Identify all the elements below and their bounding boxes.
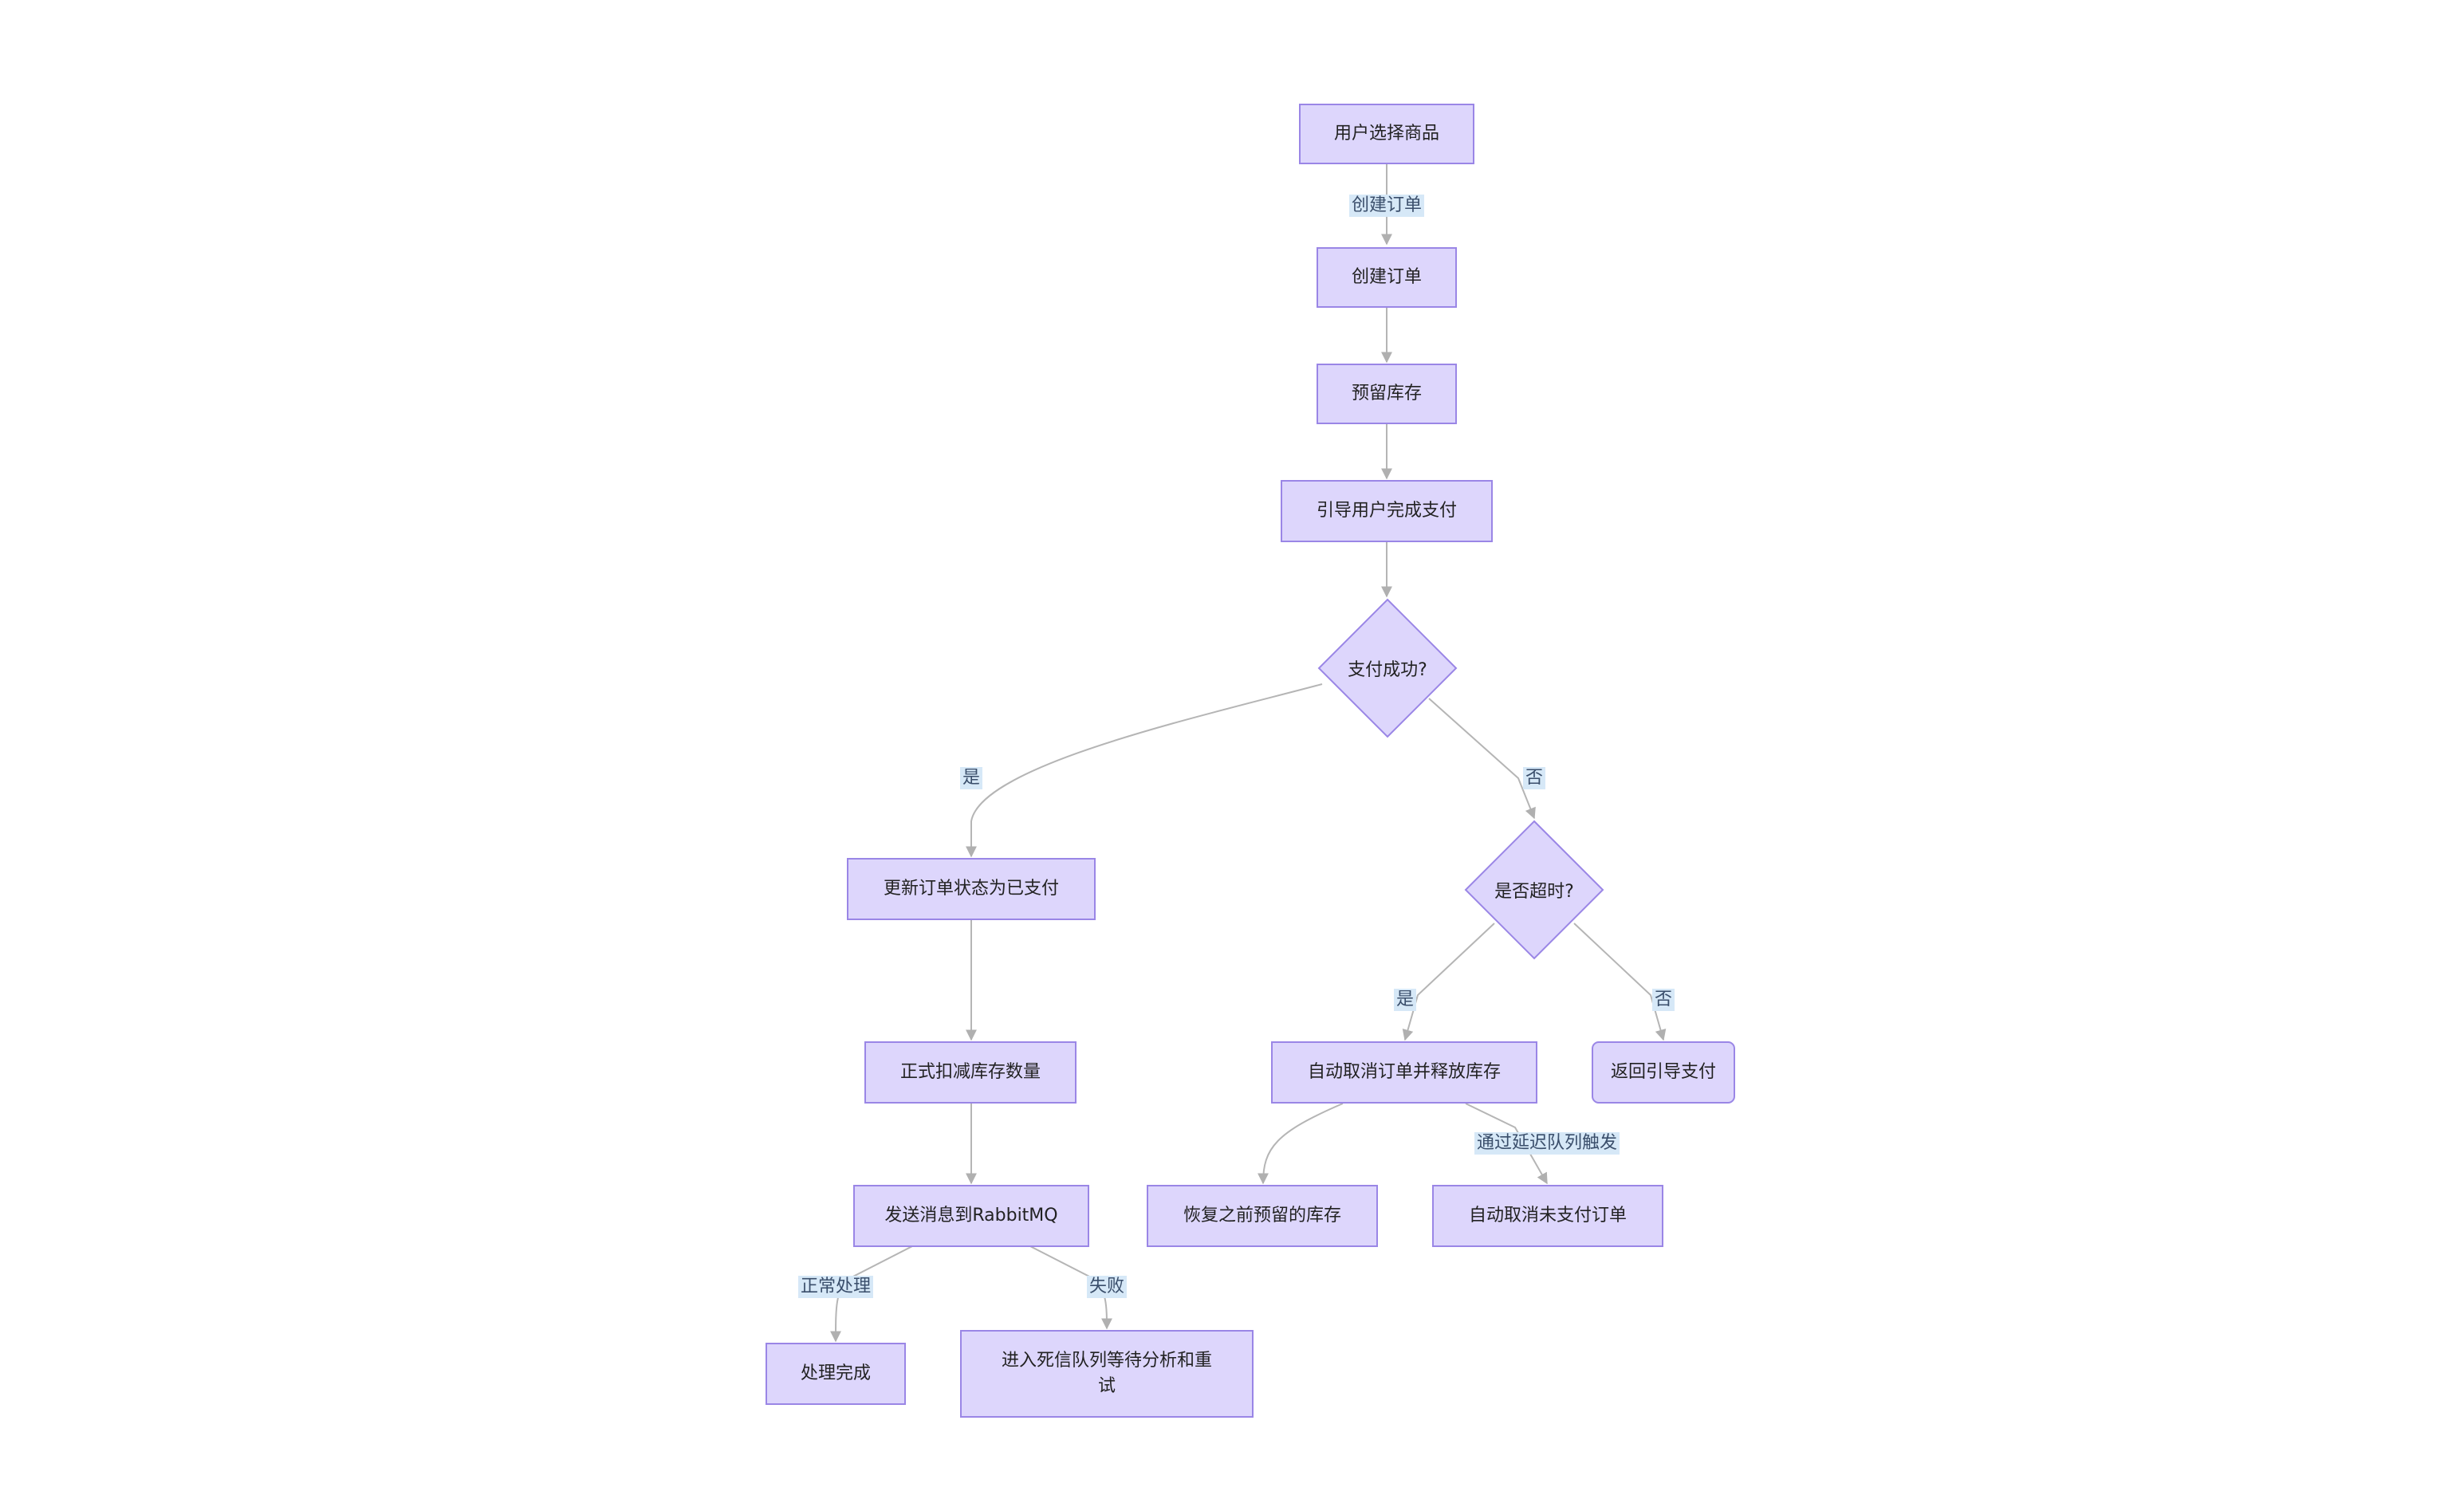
node-label: 引导用户完成支付	[1316, 501, 1457, 521]
edge-timeoutq-cancel	[1402, 923, 1495, 1041]
node-label: 返回引导支付	[1610, 1062, 1716, 1082]
edge-label-create-order: 创建订单	[1348, 195, 1425, 217]
node-label: 预留库存	[1351, 384, 1422, 403]
node-label: 自动取消未支付订单	[1468, 1206, 1627, 1226]
decision-label: 是否超时?	[1494, 882, 1574, 902]
node-back-to-payment[interactable]: 返回引导支付	[1592, 1041, 1735, 1104]
node-guide-payment[interactable]: 引导用户完成支付	[1281, 480, 1493, 542]
node-reserve-stock[interactable]: 预留库存	[1317, 364, 1457, 424]
decision-payment-success[interactable]: 支付成功?	[1317, 598, 1458, 738]
edge-cancel-restore	[1258, 1103, 1344, 1185]
diamond-shape	[1464, 820, 1604, 960]
edge-label-yes-paid: 是	[959, 767, 983, 789]
node-cancel-unpaid[interactable]: 自动取消未支付订单	[1432, 1185, 1663, 1247]
node-label: 创建订单	[1351, 267, 1422, 287]
node-create-order[interactable]: 创建订单	[1317, 247, 1457, 308]
decision-label: 支付成功?	[1348, 660, 1427, 680]
edge-cancel-cancelunpaid	[1465, 1103, 1548, 1185]
node-label: 自动取消订单并释放库存	[1307, 1062, 1501, 1082]
node-cancel-release[interactable]: 自动取消订单并释放库存	[1271, 1041, 1537, 1104]
edge-label-delay-queue: 通过延迟队列触发	[1474, 1132, 1620, 1155]
edge-label-normal: 正常处理	[797, 1276, 874, 1298]
node-deduct-stock[interactable]: 正式扣减库存数量	[864, 1041, 1077, 1104]
edge-label-yes-timeout: 是	[1393, 989, 1417, 1011]
node-label: 恢复之前预留的库存	[1183, 1206, 1341, 1226]
decision-timeout[interactable]: 是否超时?	[1464, 820, 1604, 960]
node-label: 正式扣减库存数量	[899, 1062, 1041, 1082]
edge-timeoutq-back	[1573, 923, 1667, 1041]
edge-label-no-timeout: 否	[1651, 989, 1675, 1011]
edge-paidq-update	[966, 683, 1323, 858]
edge-label-no-paid: 否	[1522, 767, 1546, 789]
node-label: 处理完成	[800, 1363, 871, 1383]
node-label: 更新订单状态为已支付	[883, 879, 1059, 899]
node-label: 进入死信队列等待分析和重试	[1001, 1351, 1212, 1396]
edge-label-fail: 失败	[1086, 1276, 1128, 1298]
edge-paidq-timeoutq	[1428, 698, 1536, 820]
node-restore-stock[interactable]: 恢复之前预留的库存	[1147, 1185, 1378, 1247]
node-processing-done[interactable]: 处理完成	[766, 1343, 906, 1405]
node-dead-letter-queue[interactable]: 进入死信队列等待分析和重试	[960, 1330, 1254, 1418]
diamond-shape	[1317, 598, 1458, 738]
node-select-product[interactable]: 用户选择商品	[1299, 104, 1474, 164]
node-update-paid[interactable]: 更新订单状态为已支付	[847, 858, 1096, 920]
node-label: 发送消息到RabbitMQ	[884, 1206, 1058, 1226]
node-label: 用户选择商品	[1333, 124, 1439, 144]
node-send-rabbitmq[interactable]: 发送消息到RabbitMQ	[853, 1185, 1089, 1247]
